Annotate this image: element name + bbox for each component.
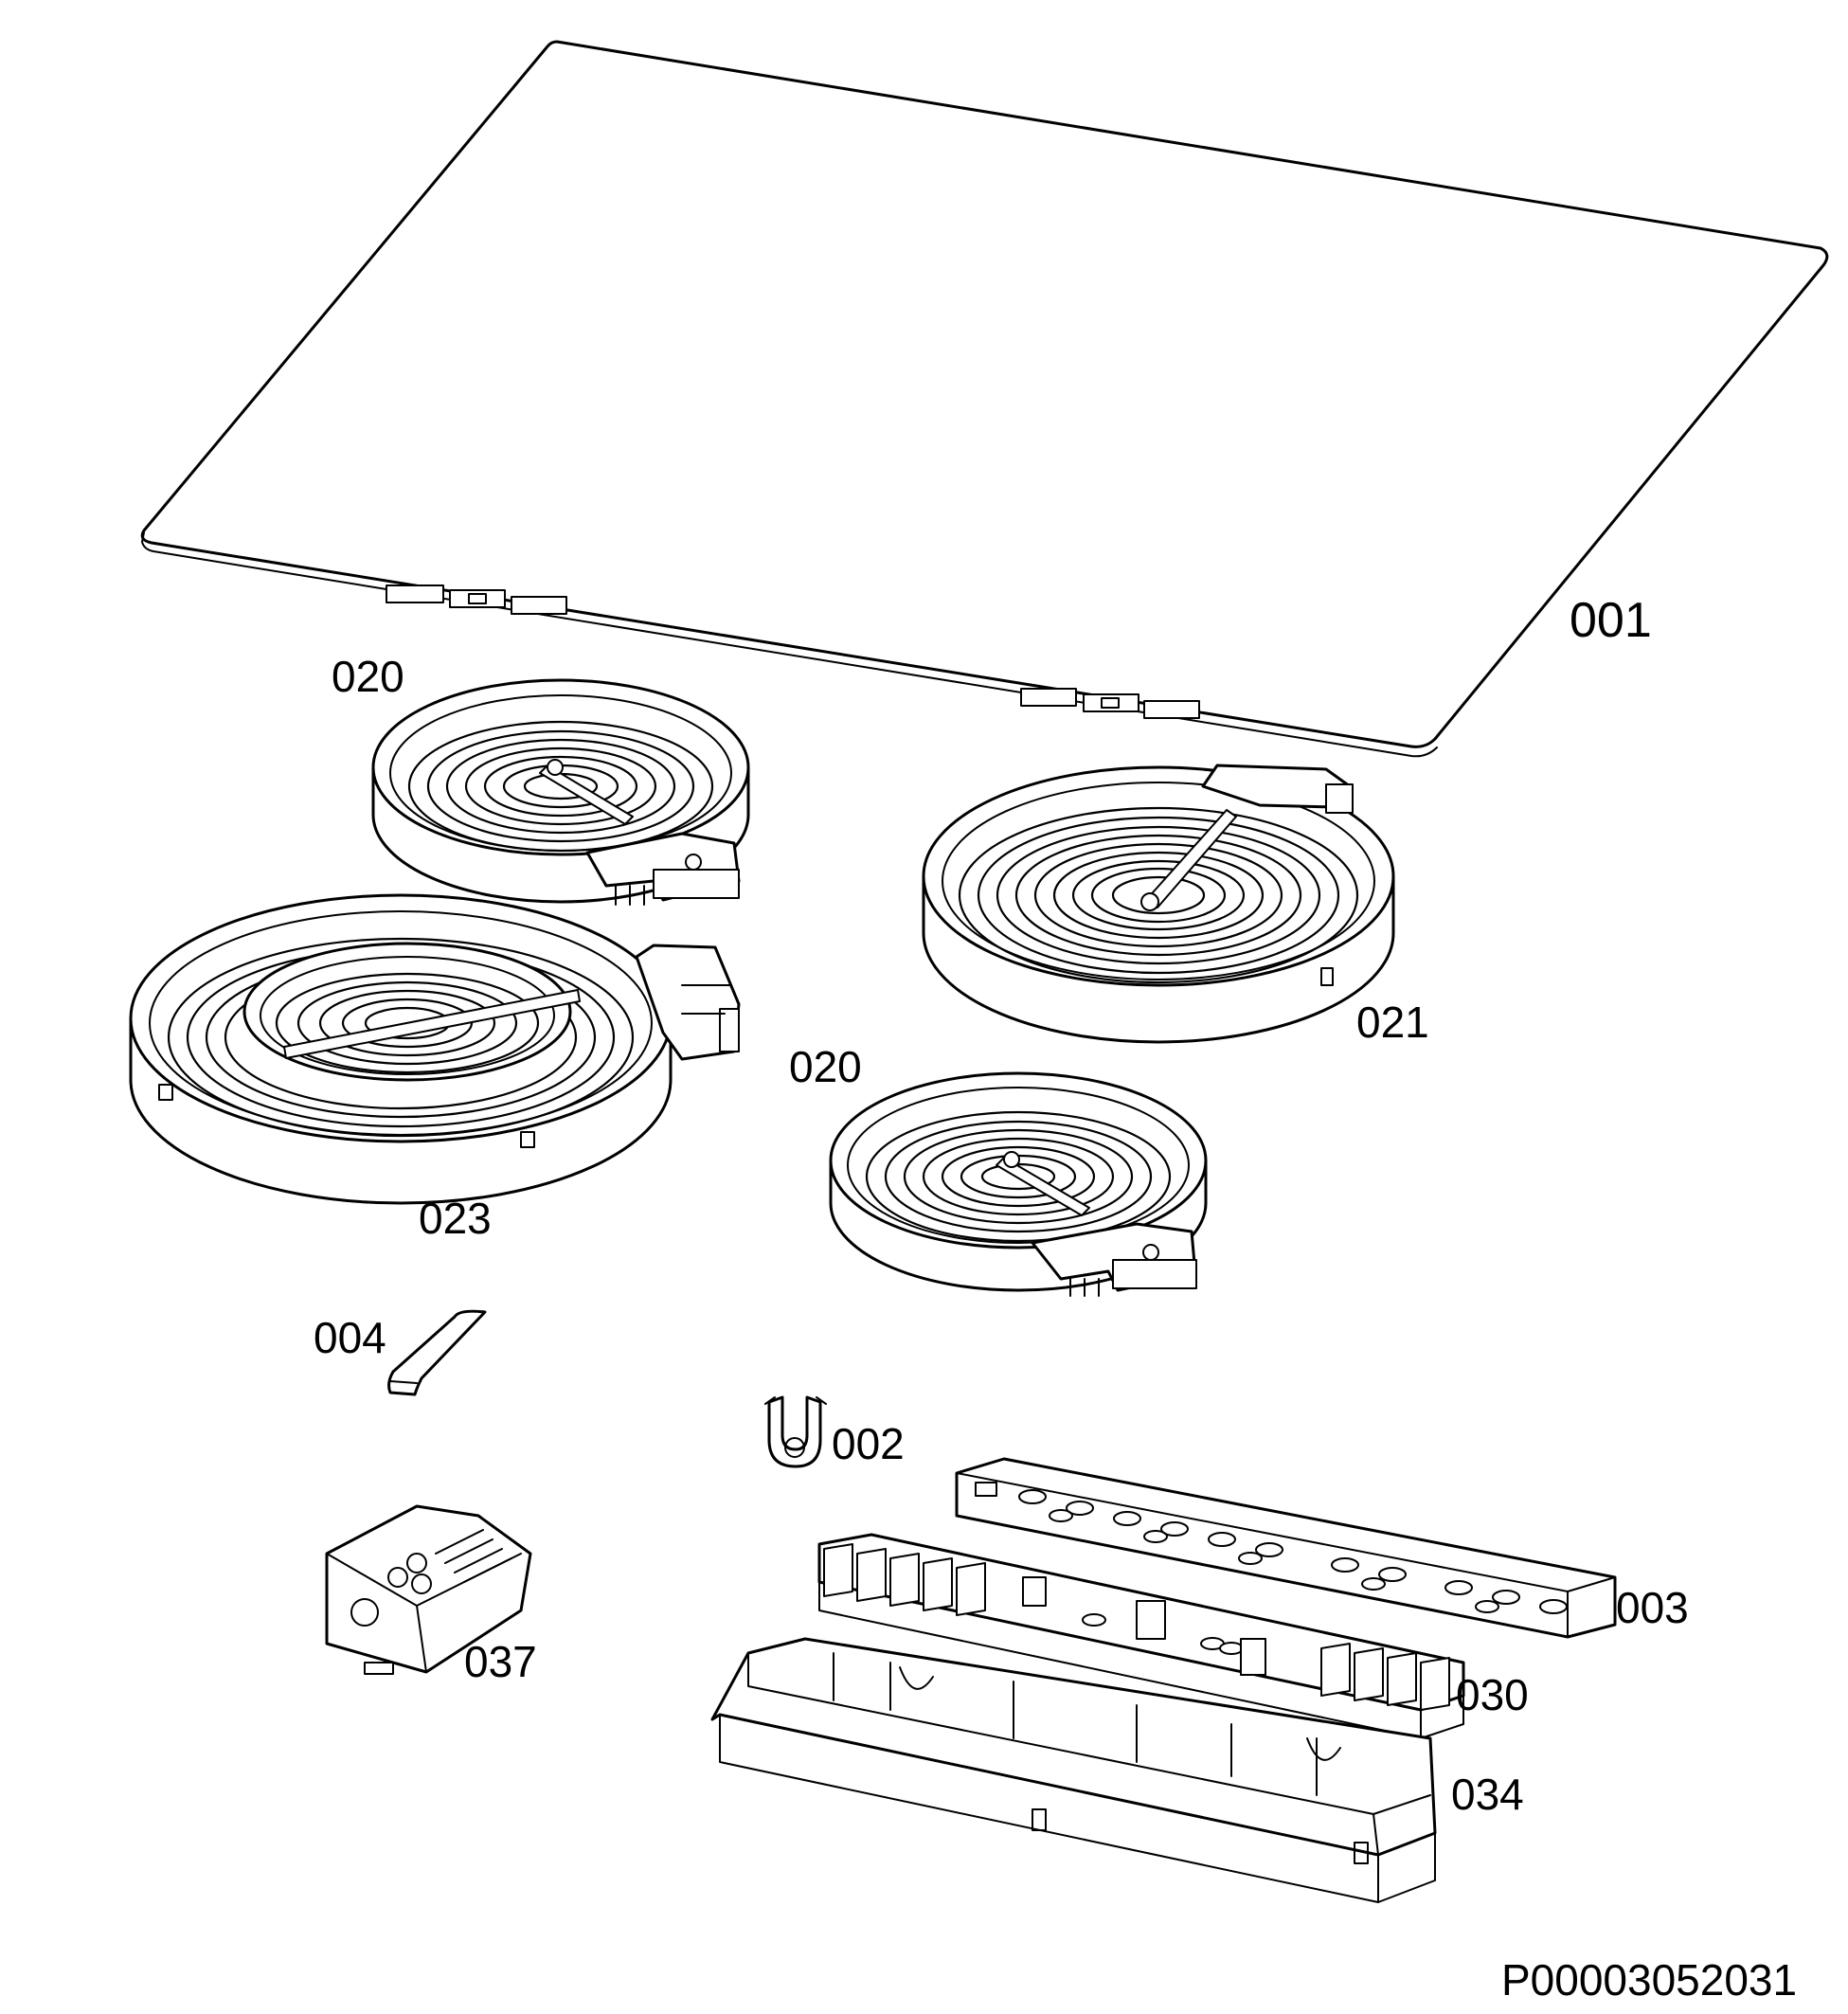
- control-board-003[interactable]: [955, 1457, 1617, 1639]
- label-030: 030: [1456, 1670, 1529, 1719]
- radiant-hob-020-upper[interactable]: [371, 678, 750, 906]
- drawing-id: P00003052031: [1501, 1955, 1797, 2005]
- glass-top-001[interactable]: [140, 40, 1829, 758]
- label-020-upper: 020: [332, 652, 404, 701]
- power-board-030[interactable]: [817, 1533, 1465, 1739]
- label-023: 023: [419, 1194, 492, 1243]
- label-020-lower: 020: [789, 1042, 862, 1091]
- label-034: 034: [1451, 1770, 1524, 1819]
- radiant-hob-021[interactable]: [922, 764, 1395, 1044]
- clip-002[interactable]: [764, 1395, 827, 1468]
- housing-034[interactable]: [710, 1637, 1437, 1903]
- label-037: 037: [464, 1637, 537, 1686]
- label-021: 021: [1356, 998, 1429, 1047]
- radiant-hob-020-lower[interactable]: [829, 1071, 1208, 1297]
- label-004: 004: [314, 1313, 386, 1362]
- strip-004[interactable]: [387, 1309, 487, 1396]
- label-003: 003: [1616, 1583, 1689, 1632]
- terminal-block-037[interactable]: [325, 1504, 532, 1675]
- dual-radiant-hob-023[interactable]: [129, 893, 741, 1205]
- label-002: 002: [832, 1419, 905, 1468]
- label-001: 001: [1570, 593, 1652, 648]
